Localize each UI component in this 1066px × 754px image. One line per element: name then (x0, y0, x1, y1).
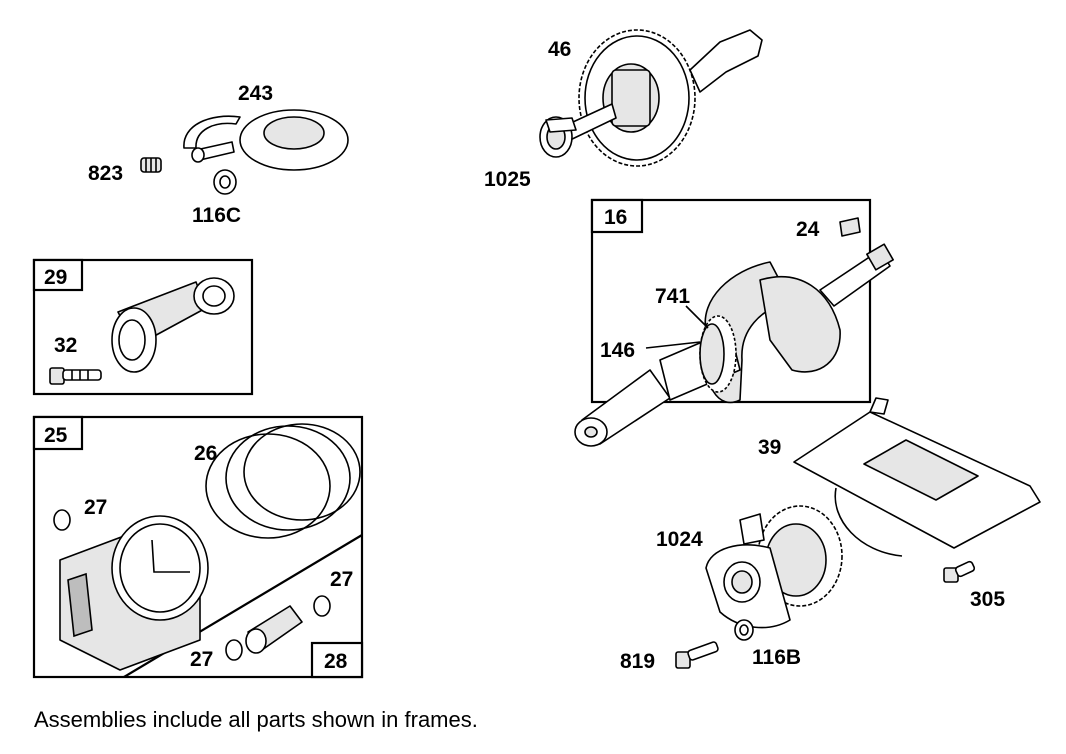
retaining-ring-part-27-a (53, 509, 71, 531)
label-part-1025: 1025 (484, 168, 531, 191)
key-part-24 (839, 217, 861, 237)
gear-part-741 (699, 315, 737, 393)
label-part-27-b: 27 (330, 568, 353, 591)
label-part-305: 305 (970, 588, 1005, 611)
label-frame-16: 16 (604, 206, 627, 229)
label-part-32: 32 (54, 334, 77, 357)
label-part-116c: 116C (192, 204, 241, 227)
label-part-46: 46 (548, 38, 571, 61)
label-part-24: 24 (796, 218, 820, 241)
label-part-27-c: 27 (190, 648, 213, 671)
label-frame-25: 25 (44, 424, 68, 447)
bolt-part-32 (49, 367, 102, 385)
piston-pin-part-28 (245, 605, 303, 654)
label-part-819: 819 (620, 650, 655, 673)
bolt-part-305 (943, 560, 976, 583)
footnote: Assemblies include all parts shown in fr… (34, 707, 478, 732)
label-part-1024: 1024 (656, 528, 703, 551)
label-part-116b: 116B (752, 646, 801, 669)
frame-28 (310, 641, 364, 679)
leader-line-741 (685, 305, 709, 329)
label-part-26: 26 (194, 442, 217, 465)
frame-25 (32, 415, 364, 679)
label-part-27-a: 27 (84, 496, 107, 519)
piston-rings-part-26 (205, 423, 361, 539)
retaining-ring-part-27-c (225, 639, 243, 661)
washer-part-116b (734, 619, 754, 641)
retaining-ring-part-27-b (313, 595, 331, 617)
label-part-741: 741 (655, 285, 690, 308)
label-part-146: 146 (600, 339, 635, 362)
label-part-39: 39 (758, 436, 781, 459)
frame-29 (32, 258, 254, 396)
connecting-rod-part-29 (111, 277, 235, 373)
piston-part-25 (59, 515, 209, 671)
bolt-part-819 (675, 641, 719, 669)
bolt-part-823 (140, 157, 162, 173)
breather-cover-part-243 (183, 109, 349, 171)
leader-line-146 (645, 341, 701, 349)
label-frame-29: 29 (44, 266, 67, 289)
washer-part-116c (213, 169, 237, 195)
baffle-plate-part-39 (793, 397, 1041, 557)
bearing-part-1025 (539, 116, 577, 158)
label-part-243: 243 (238, 82, 273, 105)
label-part-823: 823 (88, 162, 123, 185)
label-frame-28: 28 (324, 650, 348, 673)
camshaft-gear-part-46 (559, 29, 763, 167)
oil-pump-part-1024 (705, 505, 843, 629)
